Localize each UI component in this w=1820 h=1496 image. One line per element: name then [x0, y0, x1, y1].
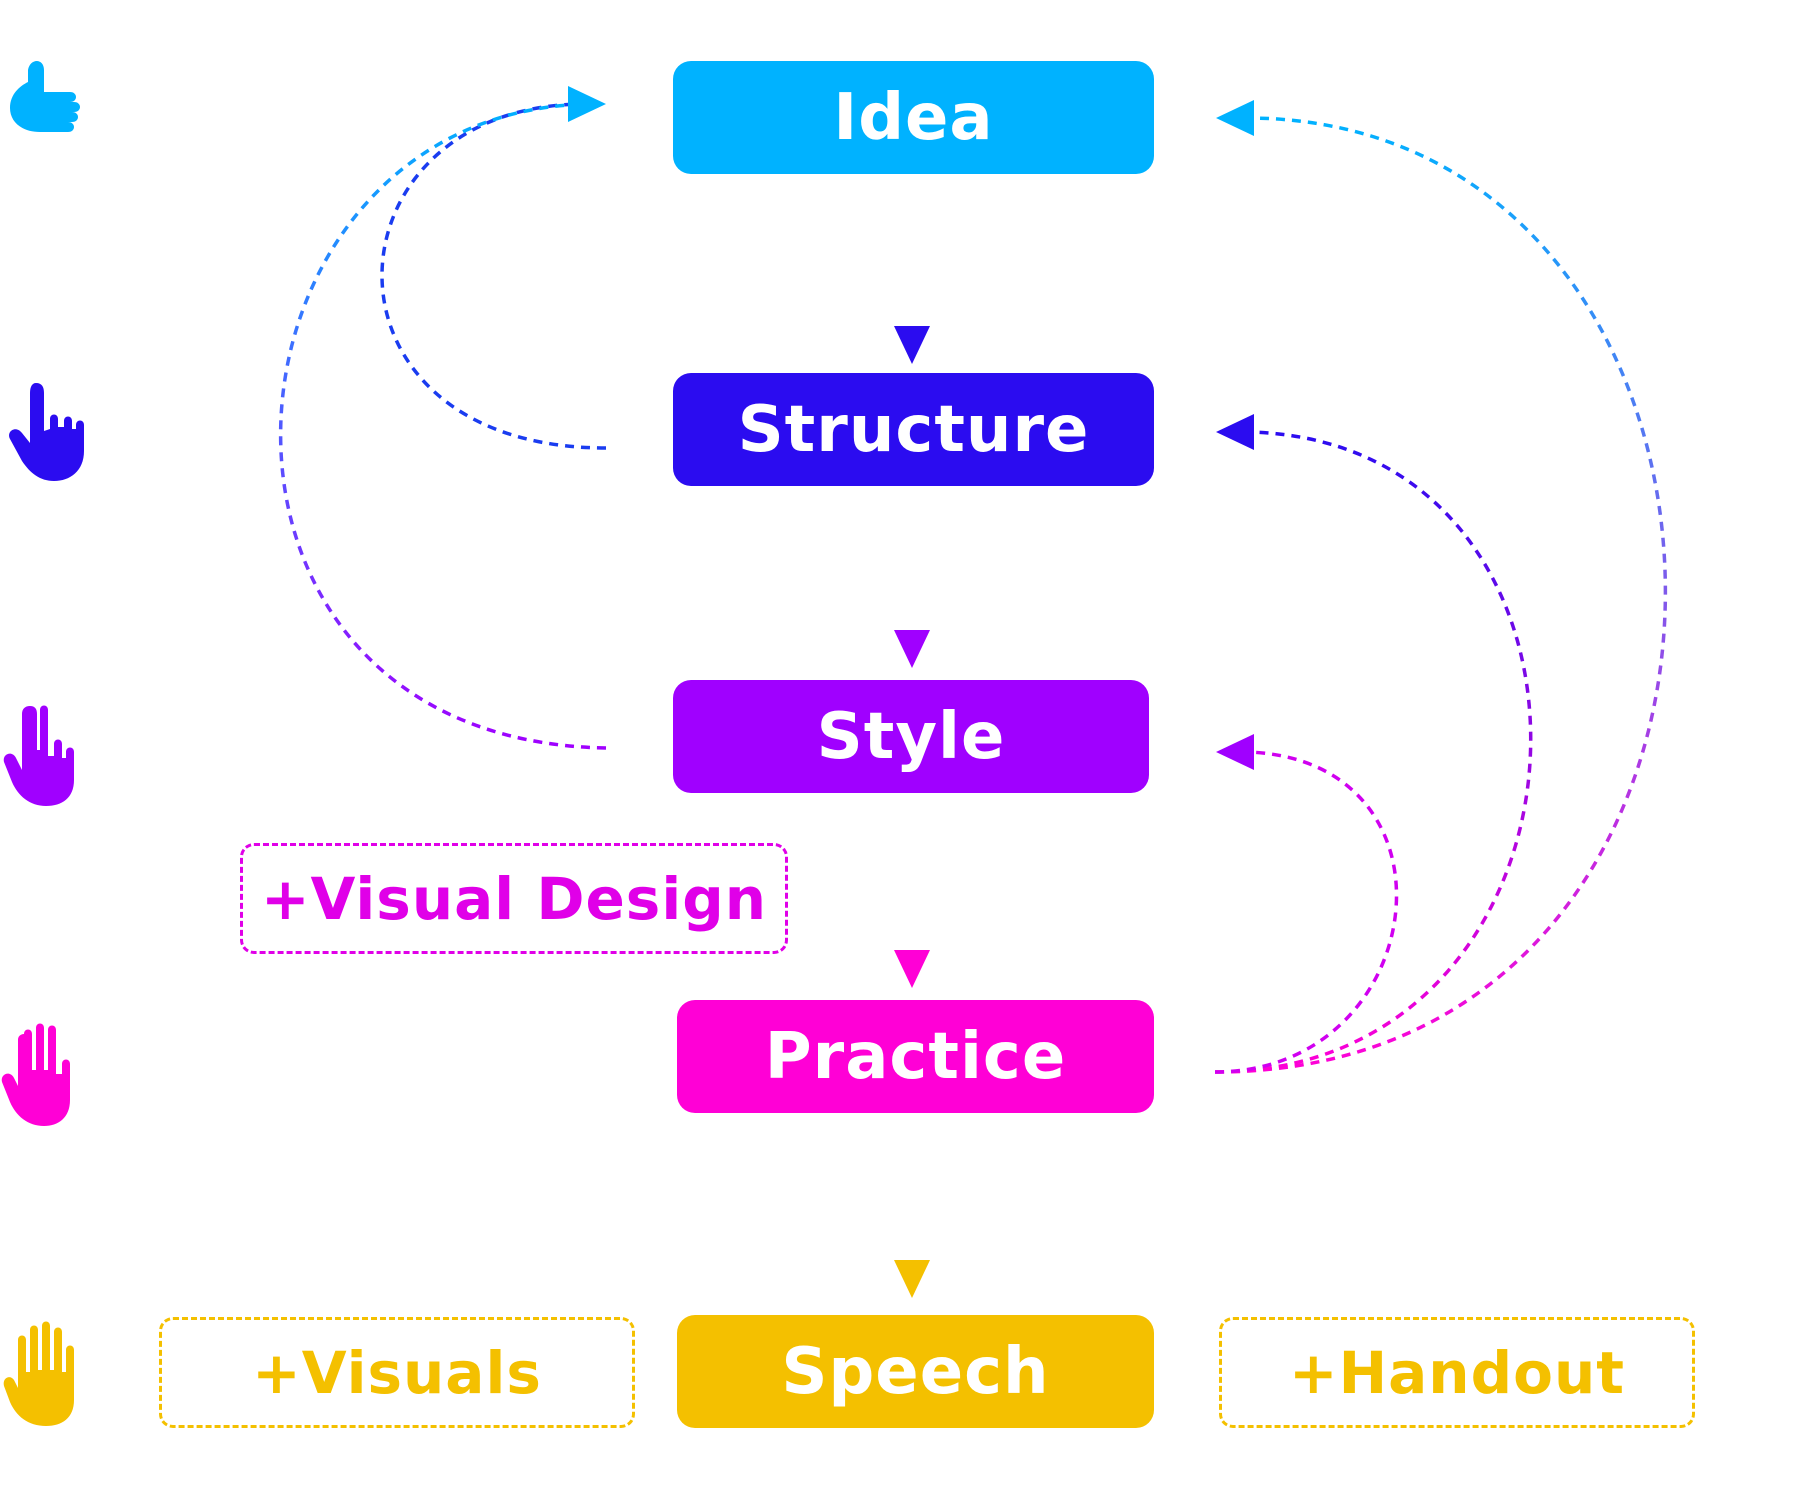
feedback-practice-to-idea [1214, 100, 1668, 1074]
arrow-idea-to-structure [894, 174, 930, 364]
stage-practice-label: Practice [764, 1019, 1067, 1094]
arrow-style-to-practice [894, 824, 930, 988]
extra-visual-design: +Visual Design [240, 843, 788, 954]
stage-style-label: Style [816, 699, 1006, 774]
feedback-structure-to-idea [380, 102, 607, 450]
stage-structure-label: Structure [737, 392, 1090, 467]
arrow-practice-to-speech [894, 1132, 930, 1298]
feedback-practice-to-structure [1214, 414, 1533, 1074]
pointing-hand-icon [9, 383, 84, 481]
extra-handout: +Handout [1219, 1317, 1695, 1428]
feedback-style-to-idea [278, 86, 607, 750]
stage-idea-label: Idea [833, 80, 994, 155]
stage-structure: Structure [673, 373, 1154, 486]
stage-idea: Idea [673, 61, 1154, 174]
extra-visuals: +Visuals [159, 1317, 635, 1428]
stage-speech-label: Speech [781, 1334, 1050, 1409]
extra-visuals-label: +Visuals [252, 1338, 542, 1407]
one-finger-hand-icon [10, 61, 80, 132]
extra-handout-label: +Handout [1289, 1338, 1625, 1407]
feedback-practice-to-style [1214, 734, 1399, 1074]
extra-visual-design-label: +Visual Design [260, 864, 768, 933]
stage-practice: Practice [677, 1000, 1154, 1113]
two-finger-hand-icon [3, 705, 74, 806]
stage-style: Style [673, 680, 1149, 793]
open-hand-icon [3, 1321, 75, 1426]
three-finger-hand-icon [1, 1023, 70, 1126]
stage-speech: Speech [677, 1315, 1154, 1428]
arrow-structure-to-style [894, 510, 930, 668]
